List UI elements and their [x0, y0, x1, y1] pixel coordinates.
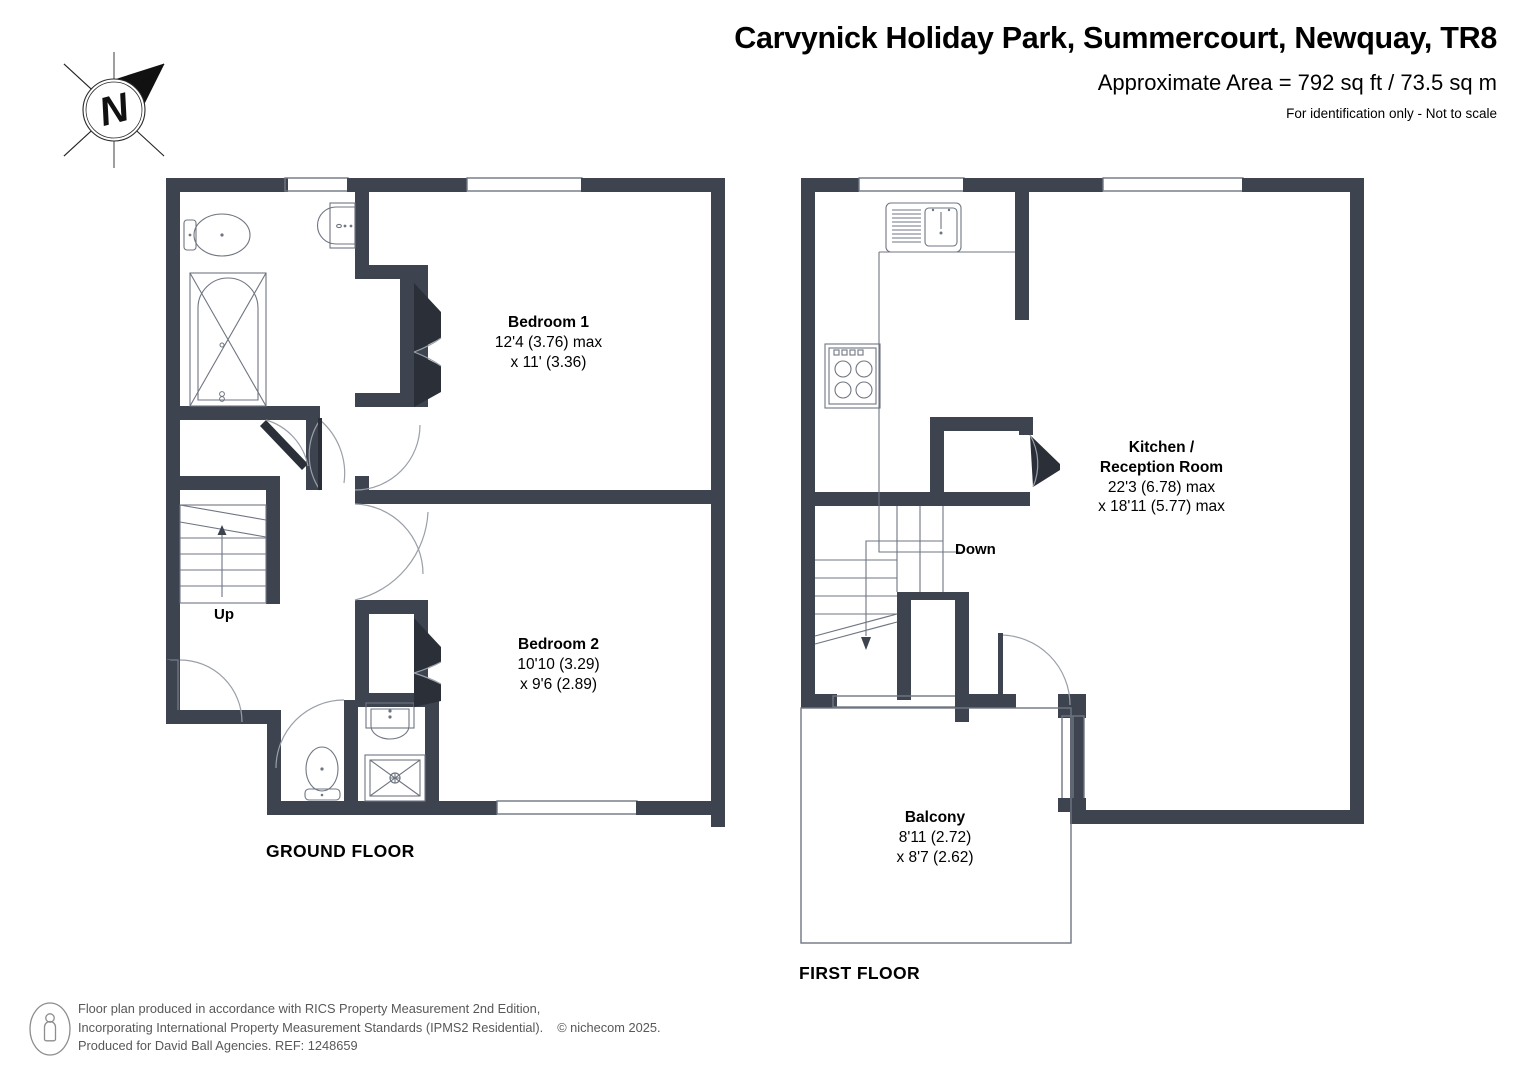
room-label-balcony: Balcony 8'11 (2.72) x 8'7 (2.62)	[835, 808, 1035, 867]
door-bedroom2	[413, 618, 442, 707]
person-in-circle-icon	[28, 1000, 72, 1058]
door-cupboard	[260, 419, 309, 470]
header: Carvynick Holiday Park, Summercourt, New…	[0, 21, 1497, 122]
footer-line-3: Produced for David Ball Agencies. REF: 1…	[78, 1038, 358, 1054]
compass-rose-icon: N	[52, 46, 176, 174]
stair-direction-down-label: Down	[955, 541, 996, 558]
footer-text: Floor plan produced in accordance with R…	[78, 1000, 661, 1056]
door-front-entrance	[179, 659, 243, 723]
first-floor-caption: FIRST FLOOR	[799, 963, 921, 983]
shower-tray-fixture	[364, 754, 426, 802]
door-bathroom	[308, 418, 346, 491]
room-label-kitchen-reception: Kitchen / Reception Room 22'3 (6.78) max…	[1059, 438, 1264, 517]
hob-cooker-fixture	[824, 343, 881, 409]
footer-copyright: © nichecom 2025.	[557, 1019, 661, 1035]
page-title: Carvynick Holiday Park, Summercourt, New…	[734, 21, 1497, 55]
wash-basin-fixture-ensuite	[365, 702, 415, 740]
ground-floor-caption: GROUND FLOOR	[266, 841, 415, 861]
footer-line-2: Incorporating International Property Mea…	[78, 1019, 544, 1035]
room-label-bedroom-1: Bedroom 1 12'4 (3.76) max x 11' (3.36)	[446, 313, 651, 372]
room-name: Balcony	[904, 809, 966, 826]
room-label-bedroom-2: Bedroom 2 10'10 (3.29) x 9'6 (2.89)	[456, 635, 661, 694]
room-dimension-1: 12'4 (3.76) max	[494, 333, 603, 351]
scale-disclaimer: For identification only - Not to scale	[1286, 105, 1497, 121]
room-dimension-1: 10'10 (3.29)	[517, 655, 600, 673]
room-name: Bedroom 2	[518, 636, 599, 653]
room-name-line2: Reception Room	[1099, 458, 1224, 476]
footer: Floor plan produced in accordance with R…	[28, 1000, 661, 1058]
toilet-fixture-bathroom	[183, 213, 251, 257]
door-kitchen-lobby	[1029, 434, 1060, 488]
staircase-up	[179, 504, 267, 604]
room-name-line1: Kitchen /	[1128, 439, 1195, 456]
bath-fixture	[189, 272, 267, 407]
room-dimension-2: x 9'6 (2.89)	[519, 675, 598, 693]
door-ensuite	[275, 699, 345, 769]
stair-direction-up-label: Up	[214, 606, 234, 623]
door-hall-lower	[354, 503, 429, 601]
room-dimension-2: x 11' (3.36)	[510, 353, 587, 371]
footer-line-1: Floor plan produced in accordance with R…	[78, 1001, 541, 1016]
room-dimension-2: x 8'7 (2.62)	[896, 848, 974, 866]
staircase-down	[814, 506, 944, 650]
toilet-fixture-ensuite	[304, 746, 341, 801]
ground-floor-plan	[166, 177, 725, 827]
footer-line-2-wrap: Incorporating International Property Mea…	[78, 1019, 661, 1038]
door-bedroom1	[413, 283, 442, 407]
sink-with-drainer-fixture	[885, 202, 962, 253]
room-dimension-1: 8'11 (2.72)	[898, 828, 972, 846]
wash-basin-fixture-bathroom	[317, 202, 356, 249]
room-dimension-2: x 18'11 (5.77) max	[1098, 498, 1225, 516]
door-balcony	[998, 633, 1071, 706]
door-hall-upper	[354, 424, 421, 491]
approximate-area: Approximate Area = 792 sq ft / 73.5 sq m	[1097, 69, 1497, 95]
room-name: Bedroom 1	[508, 314, 589, 331]
room-dimension-1: 22'3 (6.78) max	[1107, 478, 1216, 496]
